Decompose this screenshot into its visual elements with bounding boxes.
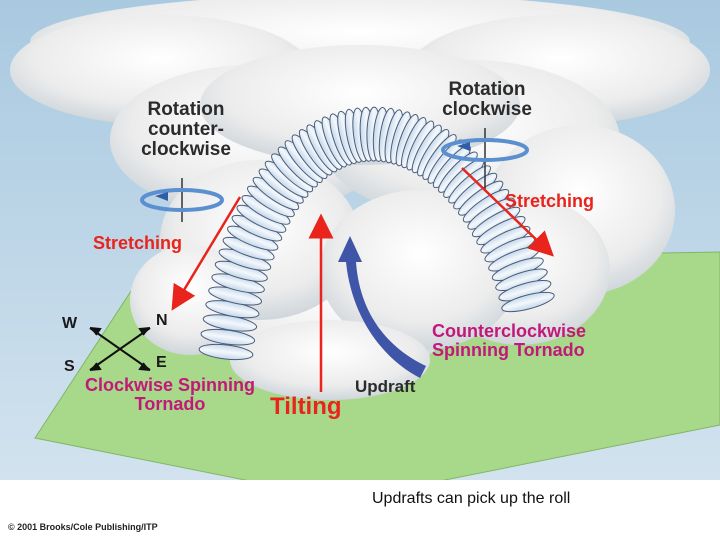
tilting-label: Tilting bbox=[270, 393, 342, 420]
caption-panel bbox=[0, 480, 720, 540]
stretching-arrow-left bbox=[171, 196, 242, 311]
compass-rose bbox=[89, 327, 151, 371]
diagram-caption: Updrafts can pick up the roll bbox=[372, 490, 571, 507]
stretching-arrow-right bbox=[461, 167, 554, 257]
stretching-label-left: Stretching bbox=[93, 233, 183, 253]
counterclockwise-tornado-label: Counterclockwise Spinning Tornado bbox=[432, 322, 612, 360]
rotation-arrow-clockwise bbox=[441, 128, 529, 190]
stretching-label-right: Stretching bbox=[505, 191, 595, 211]
updraft-arrow bbox=[338, 236, 426, 378]
rotation-clockwise-text: Rotation clockwise bbox=[442, 79, 532, 120]
rotation-counterclockwise-label: Rotation counter-clockwise bbox=[140, 100, 232, 160]
compass-south-label: S bbox=[64, 358, 75, 375]
vortex-ring bbox=[198, 343, 254, 361]
updraft-label: Updraft bbox=[355, 377, 416, 396]
clockwise-tornado-text: Clockwise Spinning Tornado bbox=[84, 375, 256, 414]
vortex-tube bbox=[198, 106, 555, 361]
counterclockwise-tornado-text: Counterclockwise Spinning Tornado bbox=[432, 321, 587, 360]
vortex-ring bbox=[501, 291, 555, 313]
compass-east-label: E bbox=[156, 354, 167, 371]
rotation-arrow-counterclockwise bbox=[140, 178, 224, 222]
clockwise-tornado-label: Clockwise Spinning Tornado bbox=[72, 376, 268, 414]
rotation-clockwise-label: Rotation clockwise bbox=[440, 80, 534, 120]
copyright-credit: © 2001 Brooks/Cole Publishing/ITP bbox=[8, 522, 158, 532]
compass-west-label: W bbox=[62, 315, 78, 332]
rotation-counterclockwise-text: Rotation counter-clockwise bbox=[141, 99, 231, 160]
compass-north-label: N bbox=[156, 312, 168, 329]
